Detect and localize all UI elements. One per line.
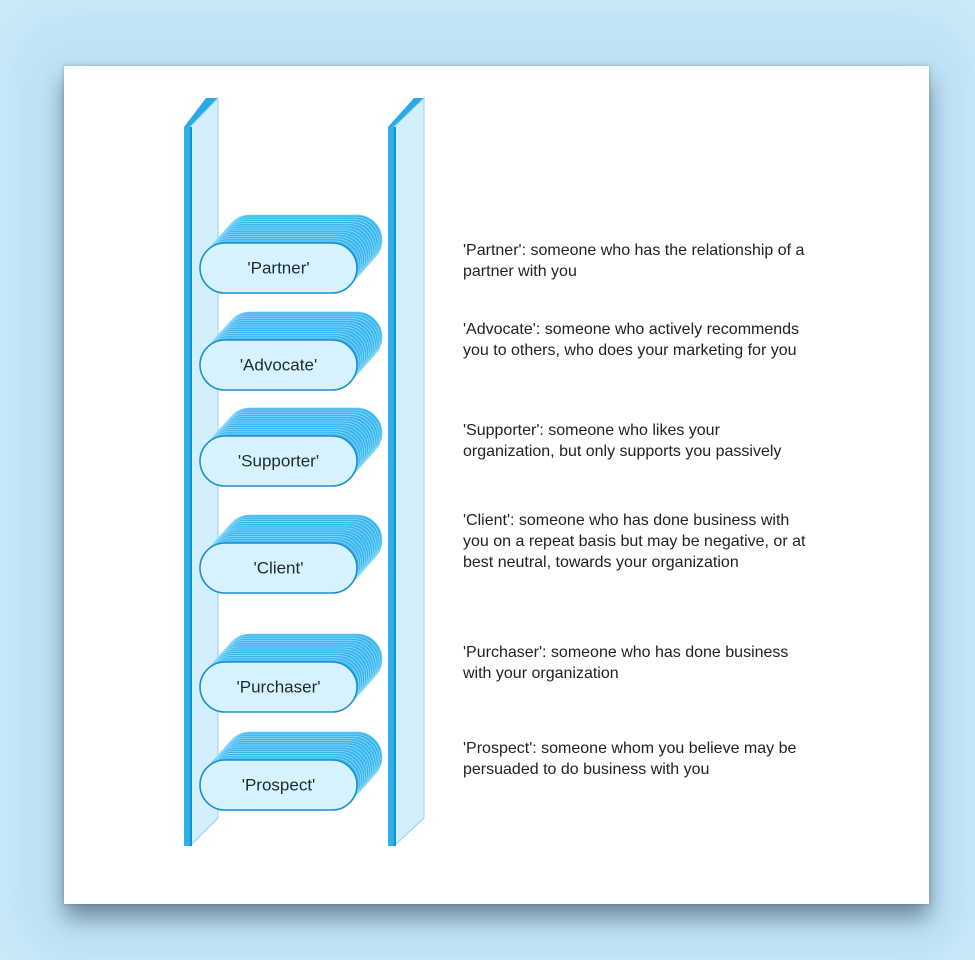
rung-partner: 'Partner'	[200, 215, 382, 293]
description-prospect: 'Prospect': someone whom you believe may…	[463, 738, 813, 780]
rung-client: 'Client'	[200, 515, 382, 593]
rung-supporter: 'Supporter'	[200, 408, 382, 486]
rung-label-prospect: 'Prospect'	[242, 775, 316, 794]
description-supporter: 'Supporter': someone who likes your orga…	[463, 420, 813, 462]
right-rail	[388, 98, 424, 846]
rung-label-purchaser: 'Purchaser'	[237, 677, 321, 696]
rung-purchaser: 'Purchaser'	[200, 634, 382, 712]
rungs-layer: 'Partner' 'Advocate' 'Supporter' 'Client' 'P…	[200, 215, 382, 810]
rung-label-partner: 'Partner'	[247, 258, 309, 277]
rung-advocate: 'Advocate'	[200, 312, 382, 390]
description-purchaser: 'Purchaser': someone who has done busine…	[463, 642, 813, 684]
rung-label-client: 'Client'	[254, 558, 304, 577]
rung-label-advocate: 'Advocate'	[240, 355, 317, 374]
description-client: 'Client': someone who has done business …	[463, 510, 813, 573]
rung-prospect: 'Prospect'	[200, 732, 382, 810]
description-partner: 'Partner': someone who has the relations…	[463, 240, 813, 282]
rung-label-supporter: 'Supporter'	[238, 451, 319, 470]
description-advocate: 'Advocate': someone who actively recomme…	[463, 319, 813, 361]
